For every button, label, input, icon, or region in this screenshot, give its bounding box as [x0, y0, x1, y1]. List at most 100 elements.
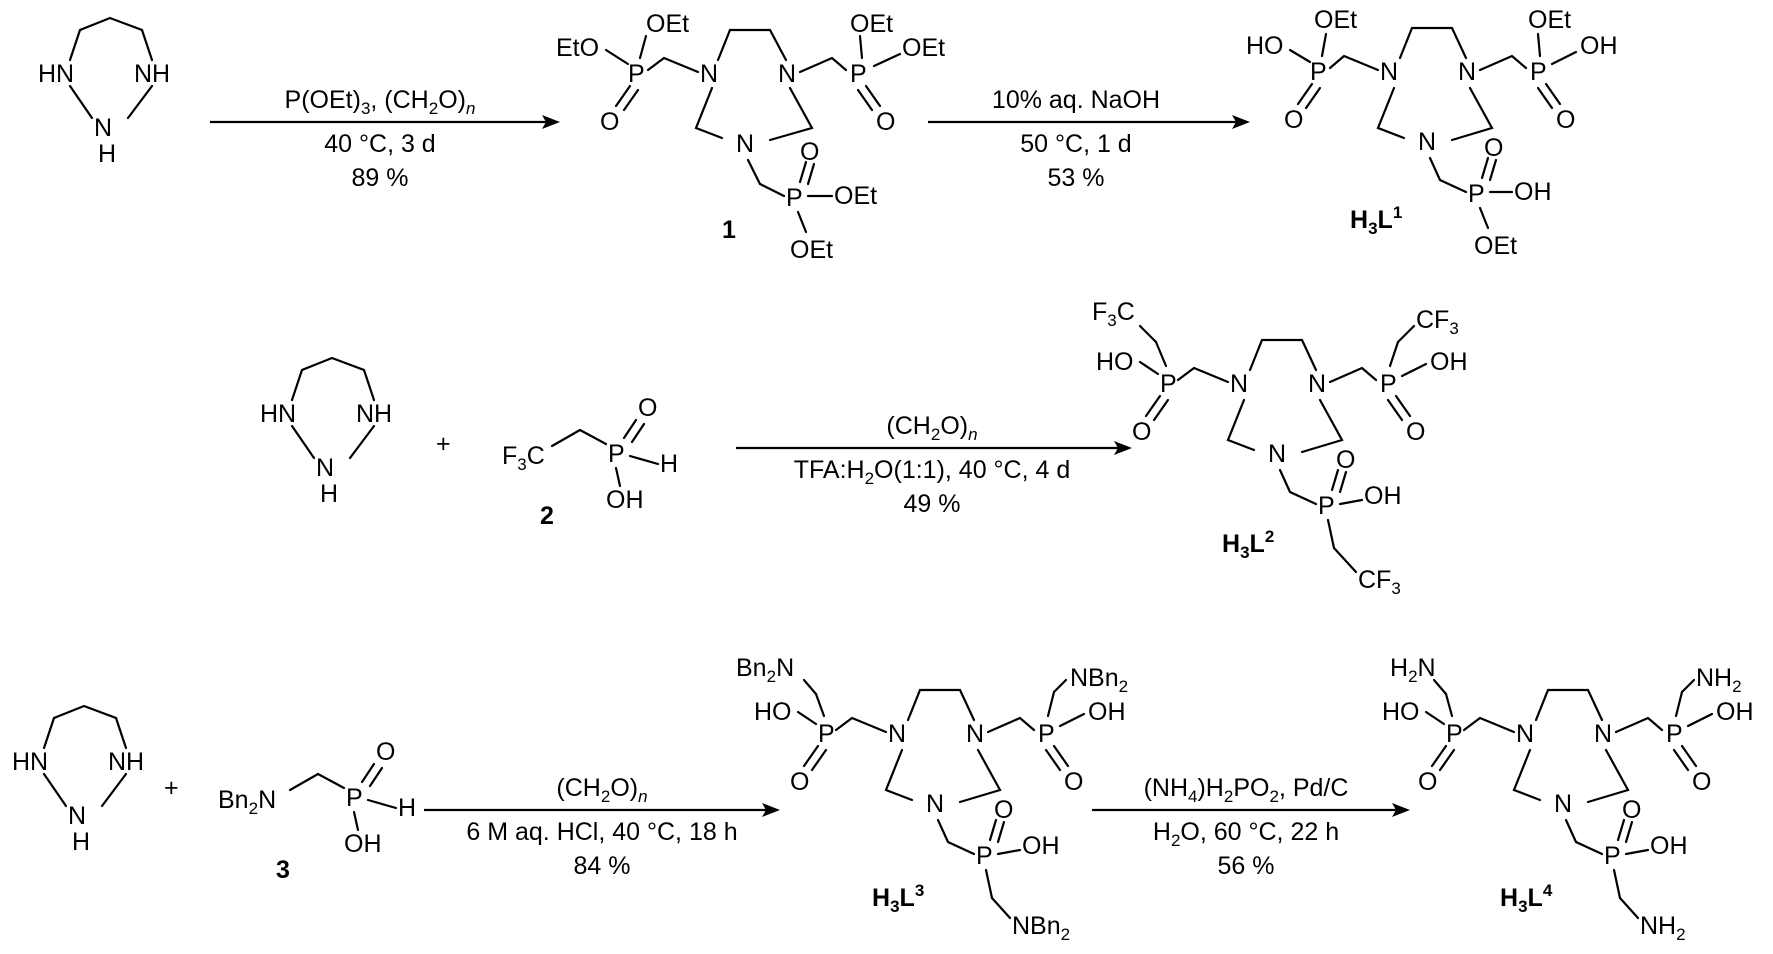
o-left: O [600, 108, 619, 136]
oet-right-top: OEt [850, 10, 893, 38]
oet-bottom: OEt [790, 236, 833, 264]
eto-left: EtO [556, 34, 599, 62]
compound-h3l2-label: H3L2 [1222, 527, 1274, 562]
o-bottom: O [994, 796, 1013, 824]
oh-right: OH [1580, 32, 1618, 60]
o-bottom: O [1336, 446, 1355, 474]
nbn2-bottom: NBn2 [1012, 912, 1070, 944]
reaction-5-conditions-line2: H2O, 60 °C, 22 h [1153, 818, 1339, 850]
o-left: O [790, 768, 809, 796]
p-bottom: P [1468, 180, 1485, 208]
atom-n: N [316, 454, 334, 482]
compound-1-label: 1 [722, 216, 736, 244]
atom-h: H [72, 828, 90, 856]
p-right: P [850, 60, 867, 88]
o-right: O [1064, 768, 1083, 796]
ho-left: HO [1382, 698, 1420, 726]
p-left: P [818, 720, 835, 748]
h-atom: H [398, 794, 416, 822]
compound-3-label: 3 [276, 856, 290, 884]
ring-n-left: N [1380, 58, 1398, 86]
reaction-1-conditions-line2: 40 °C, 3 d [324, 130, 435, 158]
h2n-left: H2N [1390, 654, 1436, 686]
reaction-arrow-4: (CH2O)n 6 M aq. HCl, 40 °C, 18 h 84 % [424, 774, 780, 880]
oh-bottom: OH [1022, 832, 1060, 860]
cf3-right: CF3 [1416, 306, 1459, 338]
oh-bottom: OH [1514, 178, 1552, 206]
reaction-1-yield: 89 % [352, 164, 409, 192]
p-atom: P [346, 784, 363, 812]
nh2-bottom: NH2 [1640, 912, 1686, 944]
reaction-2-conditions-line2: 50 °C, 1 d [1020, 130, 1131, 158]
oh-atom: OH [344, 830, 382, 858]
oh-right: OH [1088, 698, 1126, 726]
atom-n: N [94, 114, 112, 142]
o-bottom: O [1484, 134, 1503, 162]
compound-h3l3-label: H3L3 [872, 881, 924, 916]
tacn-reactant-row1: HN NH N H [38, 16, 170, 168]
o-left: O [1418, 768, 1437, 796]
oet-right: OEt [902, 34, 945, 62]
tacn-reactant-row3: HN NH N H [12, 704, 144, 856]
ring-n-right: N [778, 60, 796, 88]
oet-left-top: OEt [1314, 6, 1357, 34]
reaction-arrow-5: (NH4)H2PO2, Pd/C H2O, 60 °C, 22 h 56 % [1092, 774, 1410, 880]
bn2n-left: Bn2N [736, 654, 794, 686]
reaction-arrow-2: 10% aq. NaOH 50 °C, 1 d 53 % [928, 86, 1250, 192]
cf3-bottom: CF3 [1358, 566, 1401, 598]
h-atom: H [660, 450, 678, 478]
p-bottom: P [976, 842, 993, 870]
reaction-2-yield: 53 % [1048, 164, 1105, 192]
reaction-3-yield: 49 % [904, 490, 961, 518]
atom-n: N [68, 802, 86, 830]
reaction-4-conditions-line1: (CH2O)n [556, 774, 647, 806]
compound-h3l2-structure: N N N P F3C HO O P CF3 OH O P O OH CF3 [1092, 298, 1468, 598]
o-atom: O [638, 394, 657, 422]
ring-n-right: N [1308, 370, 1326, 398]
p-left: P [1160, 370, 1177, 398]
ring-n-left: N [700, 60, 718, 88]
o-right: O [876, 108, 895, 136]
p-bottom: P [1604, 842, 1621, 870]
compound-h3l4-structure: N N N P H2N HO O P NH2 OH O P O OH NH2 [1382, 654, 1754, 944]
p-left: P [1310, 58, 1327, 86]
ho-left: HO [1096, 348, 1134, 376]
o-right: O [1556, 106, 1575, 134]
o-atom: O [376, 738, 395, 766]
oh-bottom: OH [1650, 832, 1688, 860]
ring-n-right: N [966, 720, 984, 748]
ring-n-left: N [1230, 370, 1248, 398]
o-left: O [1284, 106, 1303, 134]
plus-sign-row2: + [436, 430, 451, 458]
o-right: O [1692, 768, 1711, 796]
ring-n-bottom: N [1418, 128, 1436, 156]
p-left: P [628, 60, 645, 88]
o-right: O [1406, 418, 1425, 446]
atom-nh: NH [134, 60, 170, 88]
p-left: P [1446, 720, 1463, 748]
f3c-group: F3C [502, 442, 545, 474]
nh2-right: NH2 [1696, 664, 1742, 696]
compound-2-structure: F3C P O H OH 2 [502, 394, 678, 530]
f3c-left: F3C [1092, 298, 1135, 330]
atom-nh: NH [356, 400, 392, 428]
ho-left: HO [1246, 32, 1284, 60]
p-atom: P [608, 440, 625, 468]
p-right: P [1038, 720, 1055, 748]
ho-left: HO [754, 698, 792, 726]
oh-right: OH [1716, 698, 1754, 726]
atom-nh: NH [108, 748, 144, 776]
ring-n-right: N [1458, 58, 1476, 86]
reaction-2-conditions-line1: 10% aq. NaOH [992, 86, 1160, 114]
oet-bottom-right: OEt [834, 182, 877, 210]
reaction-arrow-1: P(OEt)3, (CH2O)n 40 °C, 3 d 89 % [210, 86, 560, 192]
ring-n-bottom: N [1554, 790, 1572, 818]
oet-right-top: OEt [1528, 6, 1571, 34]
reaction-arrow-3: (CH2O)n TFA:H2O(1:1), 40 °C, 4 d 49 % [736, 412, 1132, 518]
compound-1-structure: N N N P OEt EtO O P OEt OEt O P O OEt OE… [556, 10, 945, 264]
nbn2-right: NBn2 [1070, 664, 1128, 696]
atom-hn: HN [38, 60, 74, 88]
o-bottom: O [800, 138, 819, 166]
